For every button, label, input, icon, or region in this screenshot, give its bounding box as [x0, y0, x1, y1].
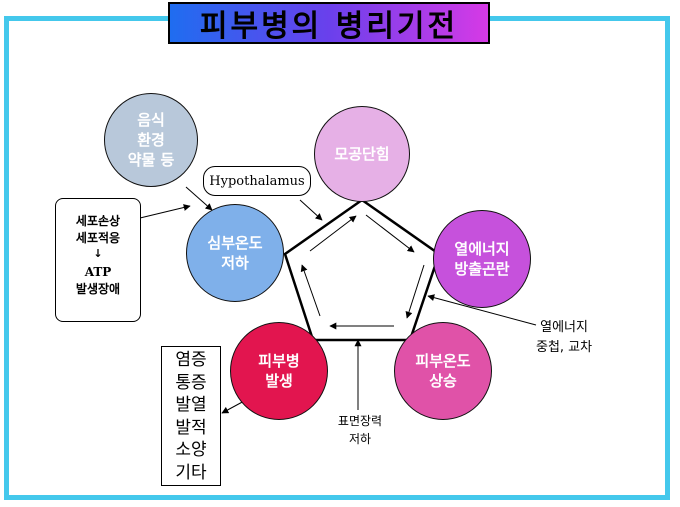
symptom-item: 염증: [175, 350, 207, 370]
node-skin-temperature-rise: 피부온도 상승: [394, 322, 492, 420]
arrow-cellbox-to-core: [139, 204, 191, 219]
arrow-overlap-to-pentagon: [427, 294, 537, 326]
symptoms-box: 염증 통증 발열 발적 소양 기타: [161, 346, 221, 486]
cell-damage-box: 세포손상 세포적응 ↓ ATP 발생장애: [55, 198, 141, 322]
symptom-item: 발열: [175, 395, 207, 415]
symptom-item: 발적: [175, 417, 207, 438]
cycle-arrow-5: [309, 215, 357, 252]
symptom-item: 통증: [175, 372, 207, 393]
cycle-arrow-4: [300, 264, 321, 317]
down-arrow-icon: ↓: [93, 247, 103, 260]
node-skin-disease-onset: 피부병 발생: [230, 322, 328, 420]
arrow-hypothalamus-to-pentagon: [299, 199, 323, 221]
node-food-environment-drugs: 음식 환경 약물 등: [104, 93, 198, 187]
heat-overlap-label: 열에너지 중첩, 교차: [536, 320, 593, 355]
atp-disorder-text: 발생장애: [75, 282, 121, 296]
cycle-arrow-1: [365, 214, 415, 253]
arrow-food-to-core: [185, 186, 213, 211]
diagram-title: 피부병의 병리기전: [168, 2, 490, 44]
symptom-item: 소양: [175, 440, 207, 460]
hypothalamus-label-box: Hypothalamus: [203, 166, 311, 196]
node-heat-release-difficulty: 열에너지 방출곤란: [433, 210, 531, 308]
node-pore-closing: 모공단힘: [314, 106, 410, 202]
cycle-arrow-2: [405, 264, 425, 319]
symptom-item: 기타: [175, 462, 207, 483]
cell-damage-text: 세포손상: [75, 214, 121, 228]
surface-tension-label: 표면장력 저하: [337, 414, 383, 446]
cycle-pentagon: [283, 198, 441, 342]
cell-adaptation-text: 세포적응: [75, 231, 121, 245]
node-core-temperature-drop: 심부온도 저하: [186, 204, 284, 302]
atp-text: ATP: [84, 265, 112, 279]
